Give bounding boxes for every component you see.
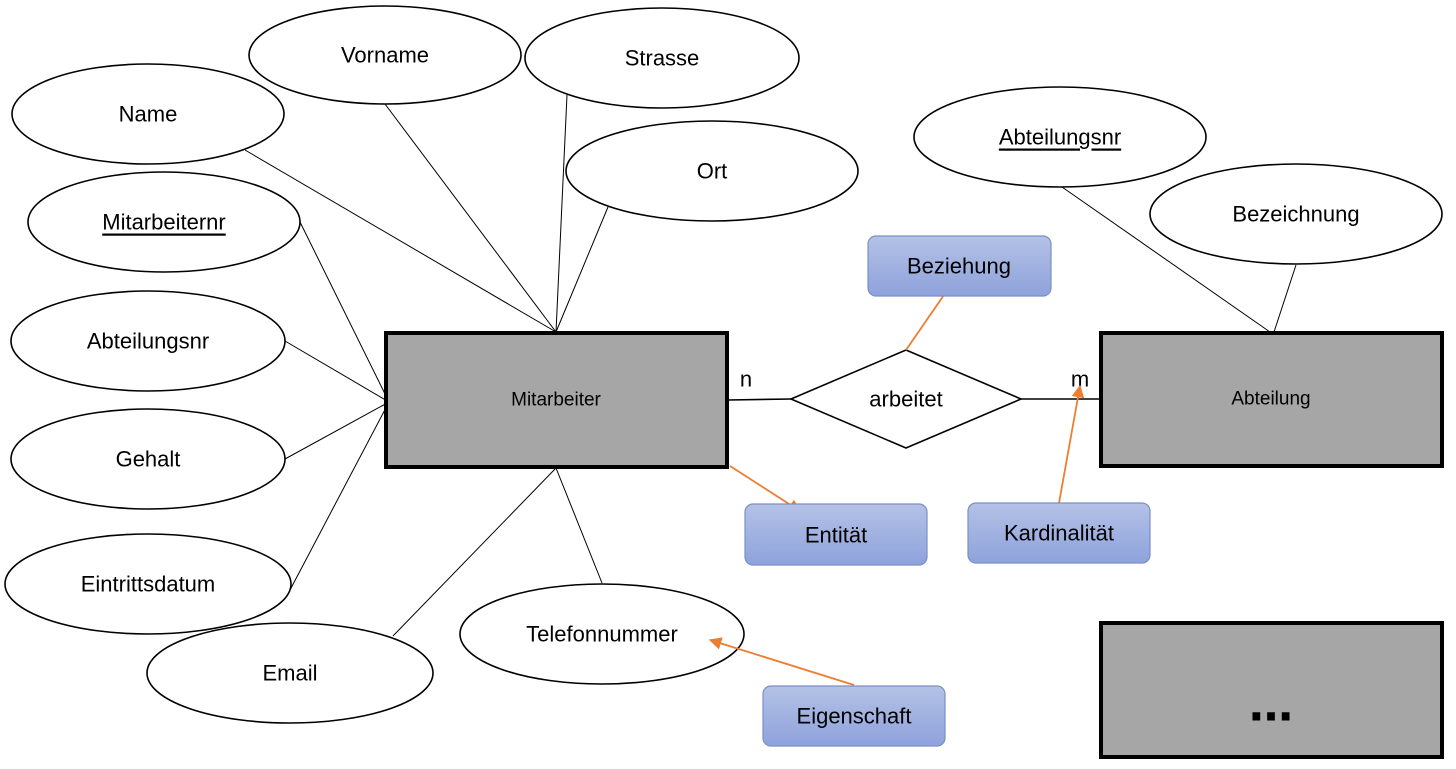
- attribute-bezeichnung-label: Bezeichnung: [1232, 202, 1359, 227]
- connector-vorname: [384, 103, 557, 333]
- legend-kardinalitaet: Kardinalität: [967, 502, 1151, 564]
- connector-name: [244, 149, 557, 333]
- legend-eigenschaft: Eigenschaft: [762, 685, 946, 747]
- attribute-email-label: Email: [262, 661, 317, 686]
- connector-telefonnummer: [555, 467, 603, 584]
- legend-entitaet: Entität: [744, 503, 928, 566]
- attribute-name-label: Name: [119, 102, 178, 127]
- attribute-mitarbeiternr-label: Mitarbeiternr: [102, 210, 225, 235]
- abteilung-attribute-connectors: [1061, 186, 1297, 333]
- attribute-bezeichnung[interactable]: Bezeichnung: [1149, 163, 1443, 265]
- legend-arrow-kardinalitaet: [1058, 384, 1085, 504]
- attribute-ort-label: Ort: [697, 159, 728, 184]
- connector-eintrittsdatum: [289, 401, 390, 591]
- entity-mitarbeiter[interactable]: Mitarbeiter: [384, 331, 729, 469]
- attribute-strasse[interactable]: Strasse: [524, 7, 800, 109]
- legend-beziehung: Beziehung: [867, 235, 1052, 297]
- attribute-vorname[interactable]: Vorname: [248, 5, 522, 105]
- connector-mitarbeiternr: [299, 221, 390, 403]
- mitarbeiter-attribute-connectors: [244, 94, 609, 637]
- connector-strasse: [555, 94, 568, 333]
- attribute-email[interactable]: Email: [146, 622, 434, 724]
- attribute-gehalt-label: Gehalt: [116, 447, 181, 472]
- relationship-connector-left: [727, 398, 792, 401]
- attribute-strasse-label: Strasse: [625, 46, 700, 71]
- connector-abteilung-abteilungsnr: [1061, 186, 1271, 333]
- entity-mitarbeiter-label: Mitarbeiter: [511, 390, 601, 411]
- attribute-eintrittsdatum-label: Eintrittsdatum: [81, 572, 216, 597]
- attribute-abteilungsnr-label: Abteilungsnr: [87, 329, 209, 354]
- attribute-name[interactable]: Name: [11, 63, 285, 165]
- legend-kardinalitaet-label: Kardinalität: [1004, 521, 1114, 546]
- attribute-vorname-label: Vorname: [341, 43, 429, 68]
- attribute-telefonnummer[interactable]: Telefonnummer: [459, 583, 745, 685]
- legend-entitaet-label: Entität: [805, 523, 867, 548]
- legend-arrow-eigenschaft: [708, 637, 855, 686]
- relationship-label: arbeitet: [869, 387, 942, 412]
- attribute-abteilungsnr[interactable]: Abteilungsnr: [10, 290, 286, 392]
- connector-email: [392, 467, 557, 637]
- connector-bezeichnung: [1273, 264, 1297, 333]
- relationship-arbeitet[interactable]: arbeitet: [788, 349, 1024, 449]
- attribute-abteilung-abteilungsnr[interactable]: Abteilungsnr: [913, 86, 1207, 188]
- legend-arrows: [708, 277, 1085, 686]
- legend-beziehung-label: Beziehung: [907, 254, 1011, 279]
- entity-abteilung[interactable]: Abteilung: [1099, 331, 1444, 468]
- entity-placeholder-label: …: [1249, 681, 1293, 732]
- connector-ort: [555, 206, 609, 333]
- attribute-gehalt[interactable]: Gehalt: [10, 408, 286, 510]
- legend-eigenschaft-label: Eigenschaft: [797, 704, 912, 729]
- attribute-eintrittsdatum[interactable]: Eintrittsdatum: [4, 533, 292, 635]
- entity-abteilung-label: Abteilung: [1231, 389, 1310, 410]
- connector-gehalt: [284, 401, 390, 460]
- attribute-abteilung-abteilungsnr-label: Abteilungsnr: [999, 125, 1121, 150]
- cardinality-n: n: [740, 367, 752, 392]
- attribute-ort[interactable]: Ort: [565, 120, 859, 222]
- entity-placeholder[interactable]: …: [1099, 621, 1444, 759]
- connector-abteilungsnr: [284, 340, 390, 403]
- attribute-telefonnummer-label: Telefonnummer: [526, 622, 678, 647]
- attribute-mitarbeiternr[interactable]: Mitarbeiternr: [27, 171, 301, 273]
